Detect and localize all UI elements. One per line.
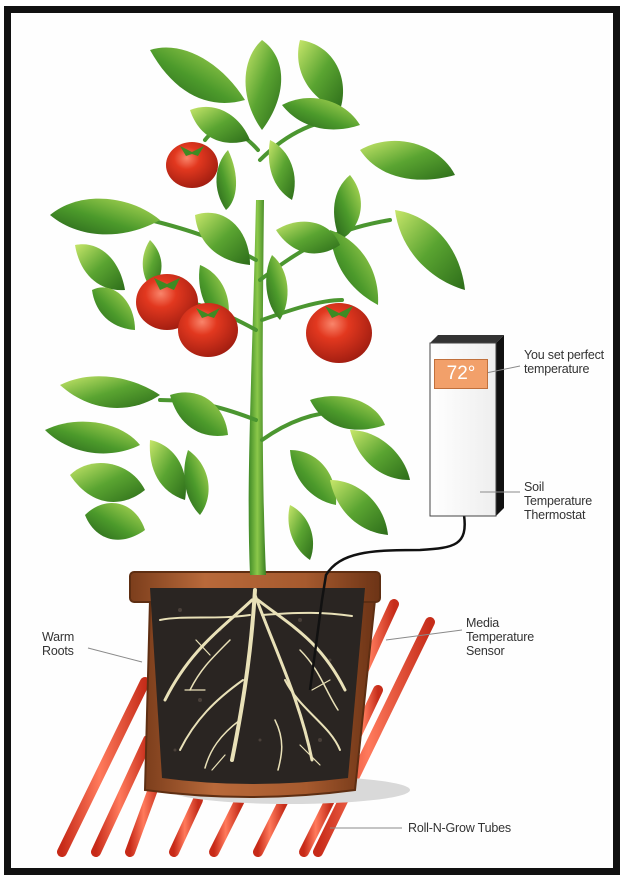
temperature-display: 72° xyxy=(434,359,488,389)
label-set-temperature: You set perfect temperature xyxy=(524,348,612,376)
label-sensor: Media Temperature Sensor xyxy=(466,616,566,658)
tomato-4 xyxy=(306,303,372,363)
label-thermostat: Soil Temperature Thermostat xyxy=(524,480,612,522)
tomato-1 xyxy=(166,142,218,188)
tomato-3 xyxy=(178,303,238,357)
label-tubes: Roll-N-Grow Tubes xyxy=(408,821,548,835)
label-warm-roots: Warm Roots xyxy=(42,630,92,658)
